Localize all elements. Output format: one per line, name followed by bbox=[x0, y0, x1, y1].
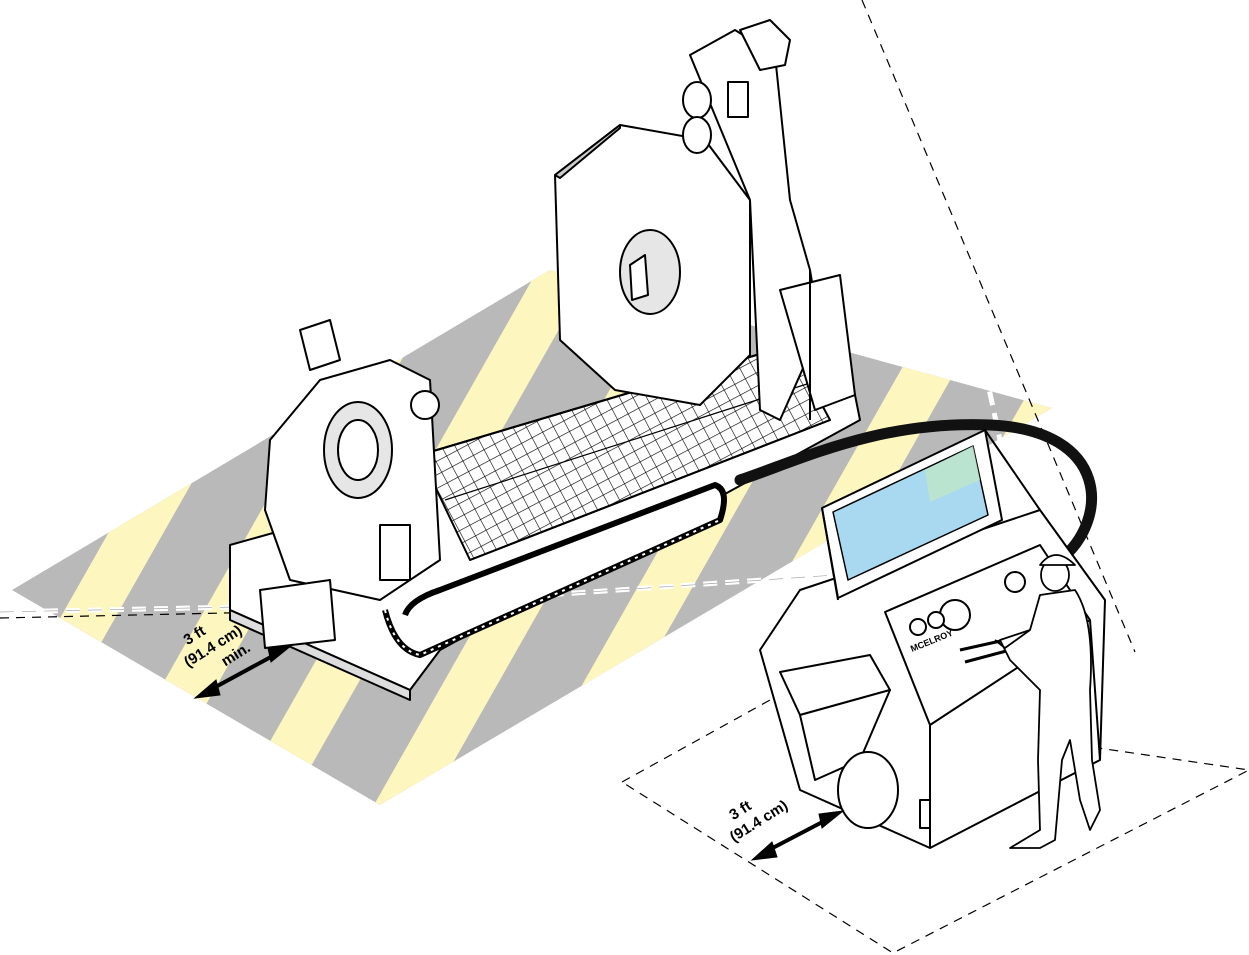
operator-clearance-label: 3 ft (91.4 cm) bbox=[726, 797, 791, 846]
vertical-clearance-line bbox=[982, 369, 1015, 501]
operator-zone-outline bbox=[621, 699, 1249, 954]
hydraulic-hose bbox=[734, 419, 1097, 566]
operator-clearance-arrow bbox=[750, 810, 845, 861]
front-support-box bbox=[259, 579, 336, 649]
control-console-icon: MCELROY bbox=[759, 429, 1106, 849]
operator-body bbox=[999, 589, 1101, 849]
machine-clearance-line bbox=[0, 557, 1031, 615]
fusion-machine-icon bbox=[229, 19, 861, 701]
machine-clearance-arrow bbox=[209, 650, 281, 692]
operator-figure-icon bbox=[994, 554, 1101, 849]
cable-chain bbox=[382, 482, 727, 658]
double-headed-arrow-icon bbox=[193, 644, 294, 699]
far-dashed-line bbox=[861, 0, 1136, 653]
